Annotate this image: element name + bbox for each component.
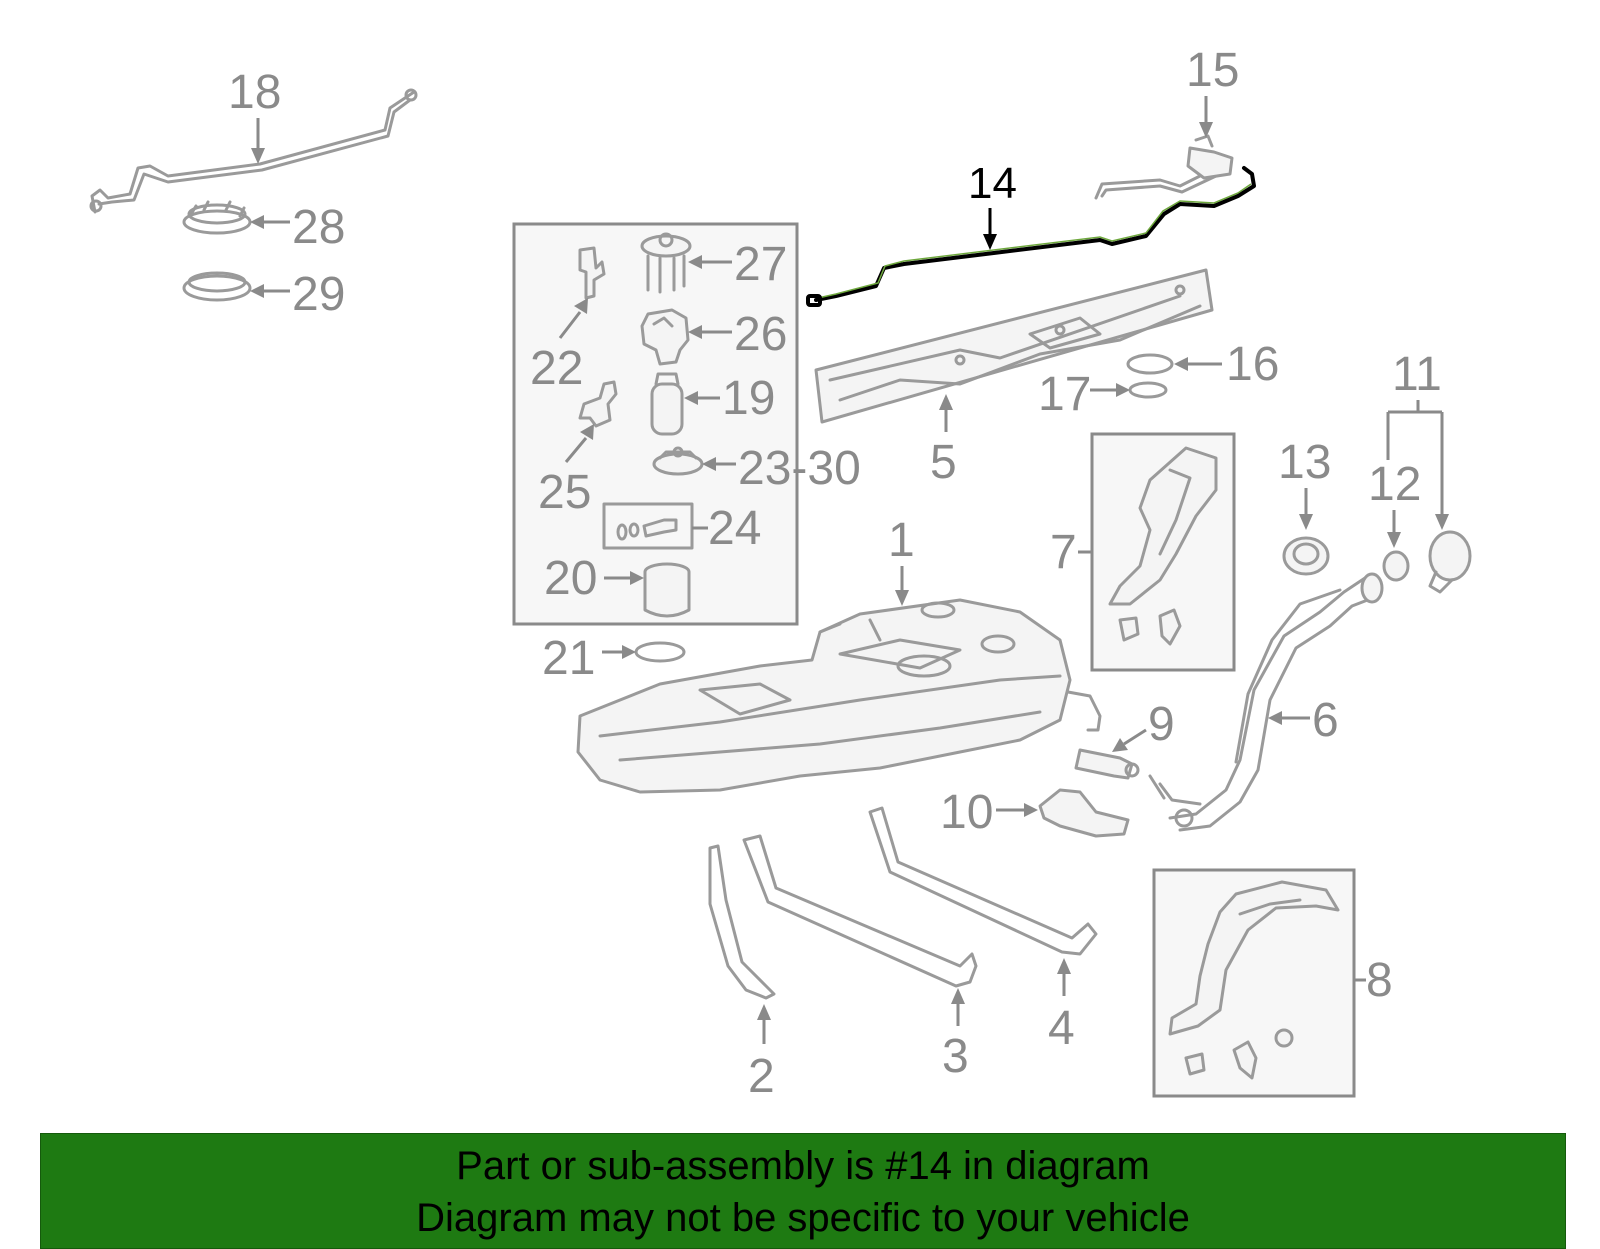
part-2-tank-strap[interactable] xyxy=(708,844,776,1000)
arrowhead-2 xyxy=(757,1004,771,1020)
arrowhead-15 xyxy=(1199,122,1213,138)
arrowhead-28 xyxy=(250,215,264,229)
arrowhead-26 xyxy=(688,325,702,339)
callout-21: 21 xyxy=(542,632,595,685)
part-12-gasket[interactable] xyxy=(1382,550,1410,582)
arrowhead-16 xyxy=(1174,357,1188,371)
callout-7: 7 xyxy=(1050,526,1077,579)
footer-line-disclaimer: Diagram may not be specific to your vehi… xyxy=(416,1196,1190,1240)
callout-6: 6 xyxy=(1312,694,1339,747)
arrowhead-6 xyxy=(1268,711,1282,725)
callout-12: 12 xyxy=(1368,458,1421,511)
arrowhead-25 xyxy=(580,424,594,440)
part-13-cap[interactable] xyxy=(1282,536,1330,576)
arrowhead-20 xyxy=(630,571,644,585)
part-8-fender-liner[interactable] xyxy=(1168,880,1340,1080)
callout-3: 3 xyxy=(942,1030,969,1083)
part-7-filler-protector[interactable] xyxy=(1108,446,1218,646)
arrowhead-22 xyxy=(574,298,588,314)
arrowhead-19 xyxy=(684,391,698,405)
arrowhead-12 xyxy=(1387,532,1401,548)
part-25-sender-bracket[interactable] xyxy=(578,380,618,428)
arrowhead-14 xyxy=(983,234,997,250)
callout-10: 10 xyxy=(940,786,993,839)
part-21-o-ring[interactable] xyxy=(634,641,686,663)
callout-28: 28 xyxy=(292,201,345,254)
callout-19: 19 xyxy=(722,372,775,425)
callout-22: 22 xyxy=(530,342,583,395)
footer-banner: Part or sub-assembly is #14 in diagram D… xyxy=(40,1133,1566,1249)
callout-14: 14 xyxy=(968,159,1017,208)
callout-20: 20 xyxy=(544,552,597,605)
part-24-box xyxy=(602,502,694,550)
part-26-pump-housing[interactable] xyxy=(640,308,690,366)
callout-8: 8 xyxy=(1366,954,1393,1007)
leader-9 xyxy=(1123,728,1147,746)
part-18-fuel-line[interactable] xyxy=(89,88,418,214)
part-19-fuel-pump[interactable] xyxy=(650,372,684,436)
part-4-tank-strap[interactable] xyxy=(868,806,1098,956)
callout-5: 5 xyxy=(930,436,957,489)
arrowhead-17 xyxy=(1116,383,1130,397)
arrowhead-23-30 xyxy=(702,457,716,471)
callout-17: 17 xyxy=(1038,368,1091,421)
part-16-gasket[interactable] xyxy=(1126,353,1174,375)
arrowhead-27 xyxy=(688,255,702,269)
part-20-fuel-filter[interactable] xyxy=(643,562,691,618)
callout-1: 1 xyxy=(888,514,915,567)
part-22-bracket[interactable] xyxy=(578,246,606,300)
callout-15: 15 xyxy=(1186,44,1239,97)
part-24-fuel-gauge-seal[interactable] xyxy=(616,518,678,541)
arrowhead-13 xyxy=(1299,514,1313,530)
part-6-filler-pipe[interactable] xyxy=(1148,572,1384,832)
part-17-o-ring[interactable] xyxy=(1128,381,1168,399)
arrowhead-10 xyxy=(1024,803,1038,817)
arrowhead-1 xyxy=(895,590,909,606)
arrowhead-5 xyxy=(939,394,953,410)
arrowhead-3 xyxy=(951,988,965,1004)
callout-18: 18 xyxy=(228,66,281,119)
footer-line-part-info: Part or sub-assembly is #14 in diagram xyxy=(456,1144,1150,1188)
callout-2: 2 xyxy=(748,1050,775,1103)
part-5-heat-protector[interactable] xyxy=(814,268,1214,424)
callout-25: 25 xyxy=(538,466,591,519)
part-27-pump-flange[interactable] xyxy=(640,232,692,294)
part-11-fuel-cap[interactable] xyxy=(1428,530,1472,594)
callout-11: 11 xyxy=(1392,348,1442,401)
part-14-fuel-tube-highlighted[interactable] xyxy=(806,166,1256,307)
leader-22 xyxy=(558,311,582,339)
callout-24: 24 xyxy=(708,502,761,555)
callout-9: 9 xyxy=(1148,698,1175,751)
arrowhead-21 xyxy=(622,645,636,659)
part-10-bracket[interactable] xyxy=(1038,788,1130,838)
callout-29: 29 xyxy=(292,268,345,321)
part-1-fuel-tank[interactable] xyxy=(576,598,1102,794)
callout-16: 16 xyxy=(1226,338,1279,391)
leader-25 xyxy=(564,437,588,463)
part-3-tank-strap[interactable] xyxy=(742,834,978,988)
callout-26: 26 xyxy=(734,308,787,361)
arrowhead-29 xyxy=(250,284,264,298)
part-15-vent-pipe[interactable] xyxy=(1094,134,1234,200)
callout-27: 27 xyxy=(734,238,787,291)
arrowhead-11 xyxy=(1435,514,1449,530)
arrowhead-18 xyxy=(251,148,265,164)
part-28-lock-ring[interactable] xyxy=(182,200,252,235)
callout-23-30: 23-30 xyxy=(738,442,861,495)
callout-13: 13 xyxy=(1278,436,1331,489)
arrowhead-4 xyxy=(1057,958,1071,974)
callout-4: 4 xyxy=(1048,1002,1075,1055)
part-29-gasket[interactable] xyxy=(182,271,252,302)
leader-11 xyxy=(1386,400,1444,516)
arrowhead-9 xyxy=(1112,738,1128,752)
part-9-valve[interactable] xyxy=(1074,748,1140,780)
